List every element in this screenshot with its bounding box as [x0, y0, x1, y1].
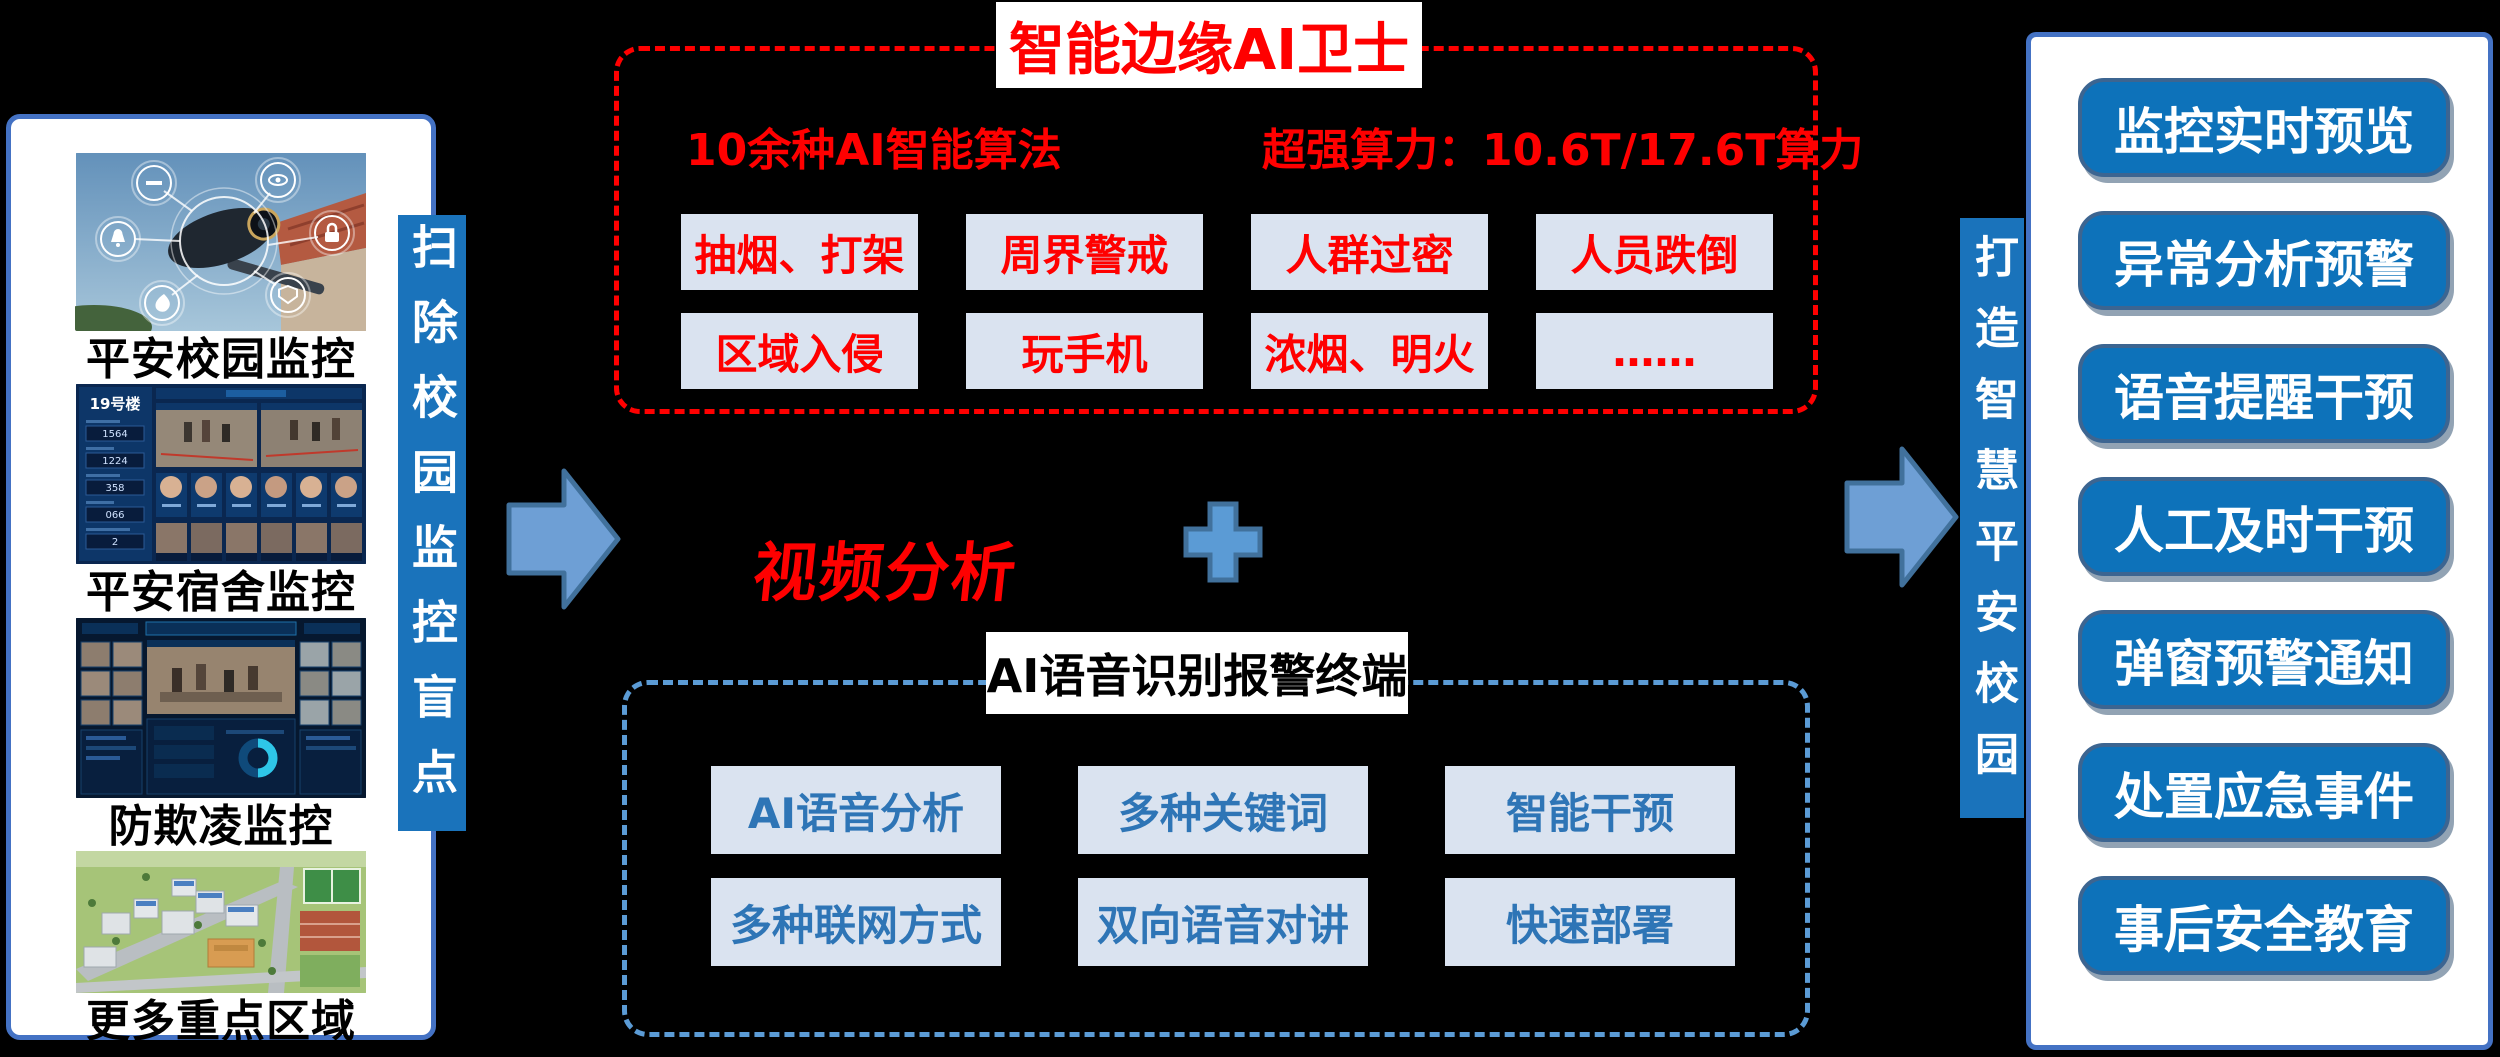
antibullying-dashboard-image — [76, 617, 366, 798]
flame-icon — [155, 294, 170, 312]
svg-text:066: 066 — [105, 510, 124, 521]
edge-ai-title: 智能边缘AI卫士 — [996, 2, 1422, 88]
shield-icon — [278, 284, 298, 305]
caption-dorm-monitoring: 平安宿舍监控 — [86, 567, 356, 619]
trees — [88, 872, 276, 975]
outcome-post-event-education: 事后安全教育 — [2078, 876, 2450, 975]
dorm-building-label: 19号楼 — [90, 395, 141, 413]
bell-icon — [111, 229, 125, 247]
sports-field — [300, 867, 361, 987]
solar-roofs — [136, 880, 254, 912]
algorithm-tag: 人员跌倒 — [1536, 214, 1773, 290]
svg-text:358: 358 — [105, 483, 124, 494]
voice-feature-tag: 多种关键词 — [1078, 766, 1368, 854]
right-thumb-grid — [299, 641, 362, 726]
algorithm-tag: 区域入侵 — [681, 313, 918, 389]
svg-text:2: 2 — [112, 537, 118, 548]
voice-feature-tag: 双向语音对讲 — [1078, 878, 1368, 966]
center-stats-panel — [146, 718, 296, 795]
outcome-voice-reminder: 语音提醒干预 — [2078, 344, 2450, 443]
dorm-face-row — [156, 473, 362, 518]
outcome-manual-intervention: 人工及时干预 — [2078, 477, 2450, 576]
algorithm-tag: …… — [1536, 313, 1773, 389]
figure-campus-monitoring: 平安校园监控 — [75, 153, 367, 384]
plus-icon — [1183, 501, 1263, 583]
voice-feature-tag: 智能干预 — [1445, 766, 1735, 854]
campus-camera-image — [75, 153, 366, 331]
algorithm-tag: 抽烟、打架 — [681, 214, 918, 290]
edge-ai-subtitle-algorithms: 10余种AI智能算法 — [686, 125, 1062, 176]
voice-feature-tag: 快速部署 — [1445, 878, 1735, 966]
svg-text:1224: 1224 — [102, 456, 127, 467]
outcome-anomaly-alert: 异常分析预警 — [2078, 211, 2450, 310]
lock-icon — [325, 222, 339, 242]
voice-feature-tag: 多种联网方式 — [711, 878, 1001, 966]
eye-icon — [268, 174, 288, 186]
svg-text:1564: 1564 — [102, 429, 127, 440]
minus-icon — [146, 181, 162, 185]
algorithm-tag: 周界警戒 — [966, 214, 1203, 290]
caption-campus-monitoring: 平安校园监控 — [86, 334, 356, 385]
outcome-button-column: 监控实时预览 异常分析预警 语音提醒干预 人工及时干预 弹窗预警通知 处置应急事… — [2078, 78, 2450, 975]
outcome-monitor-preview: 监控实时预览 — [2078, 78, 2450, 177]
figure-more-key-areas: 更多重点区域 — [75, 850, 367, 1047]
voice-feature-grid: AI语音分析 多种关键词 智能干预 多种联网方式 双向语音对讲 快速部署 — [711, 766, 1735, 966]
algorithm-grid: 抽烟、打架 周界警戒 人群过密 人员跌倒 区域入侵 玩手机 浓烟、明火 …… — [681, 214, 1773, 389]
algorithm-tag: 人群过密 — [1251, 214, 1488, 290]
left-panel: 平安校园监控 19号楼 1564 1224 358 — [6, 114, 436, 1046]
edge-ai-subtitle-computing: 超强算力：10.6T/17.6T算力 — [1262, 125, 1864, 176]
caption-more-key-areas: 更多重点区域 — [86, 995, 356, 1047]
outcome-emergency-handling: 处置应急事件 — [2078, 743, 2450, 842]
caption-antibullying-monitoring: 防欺凌监控 — [108, 800, 334, 852]
arrow-right-icon-right — [1844, 446, 1959, 588]
figure-dorm-monitoring: 19号楼 1564 1224 358 066 2 — [75, 384, 367, 619]
algorithm-tag: 玩手机 — [966, 313, 1203, 389]
left-thumb-grid — [80, 641, 143, 726]
algorithm-tag: 浓烟、明火 — [1251, 313, 1488, 389]
dorm-thumb-row — [156, 523, 362, 562]
center-video — [147, 639, 295, 714]
video-analysis-label: 视频分析 — [749, 537, 1022, 611]
right-banner: 打造智慧平安校园 — [1960, 218, 2024, 818]
figure-antibullying-monitoring: 防欺凌监控 — [75, 617, 367, 852]
voice-feature-tag: AI语音分析 — [711, 766, 1001, 854]
left-banner: 扫除校园监控盲点 — [398, 215, 466, 831]
arrow-right-icon-left — [506, 468, 621, 610]
campus-3d-map-image — [76, 850, 366, 993]
outcome-popup-notification: 弹窗预警通知 — [2078, 610, 2450, 709]
dorm-dashboard-image: 19号楼 1564 1224 358 066 2 — [76, 384, 366, 565]
ai-voice-title: AI语音识别报警终端 — [986, 632, 1408, 714]
dorm-video-panels — [156, 403, 362, 468]
